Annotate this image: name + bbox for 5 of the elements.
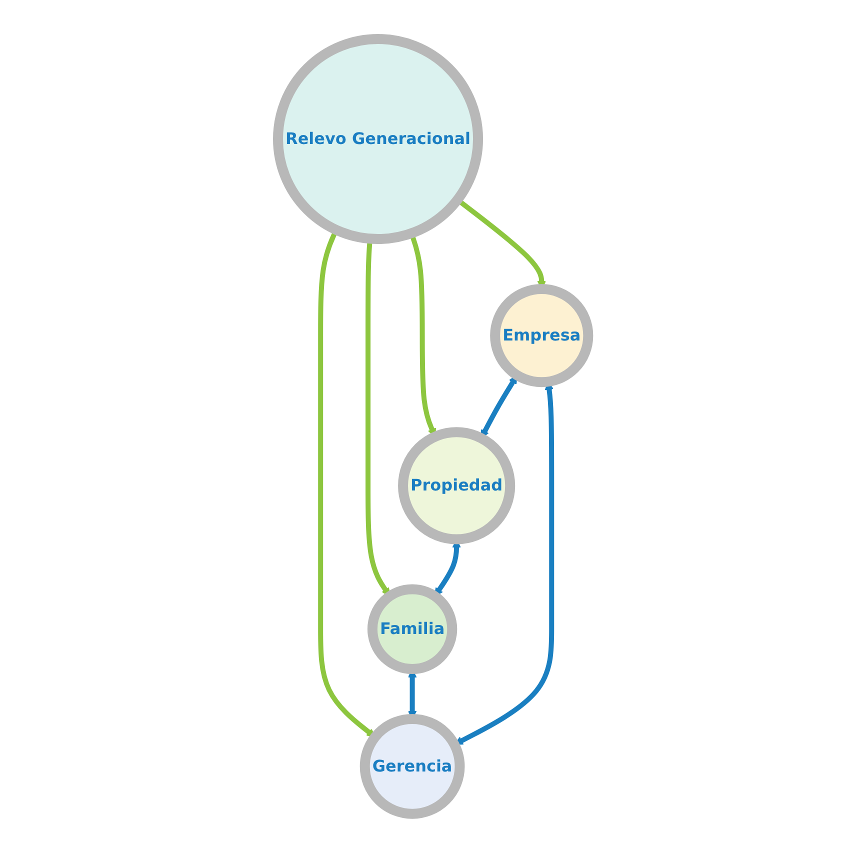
- node-circle: Relevo Generacional: [272, 34, 483, 244]
- node-circle: Propiedad: [398, 426, 516, 544]
- node-circle: Familia: [367, 584, 458, 674]
- node-circle: Empresa: [490, 284, 594, 387]
- node-circle: Gerencia: [360, 714, 465, 818]
